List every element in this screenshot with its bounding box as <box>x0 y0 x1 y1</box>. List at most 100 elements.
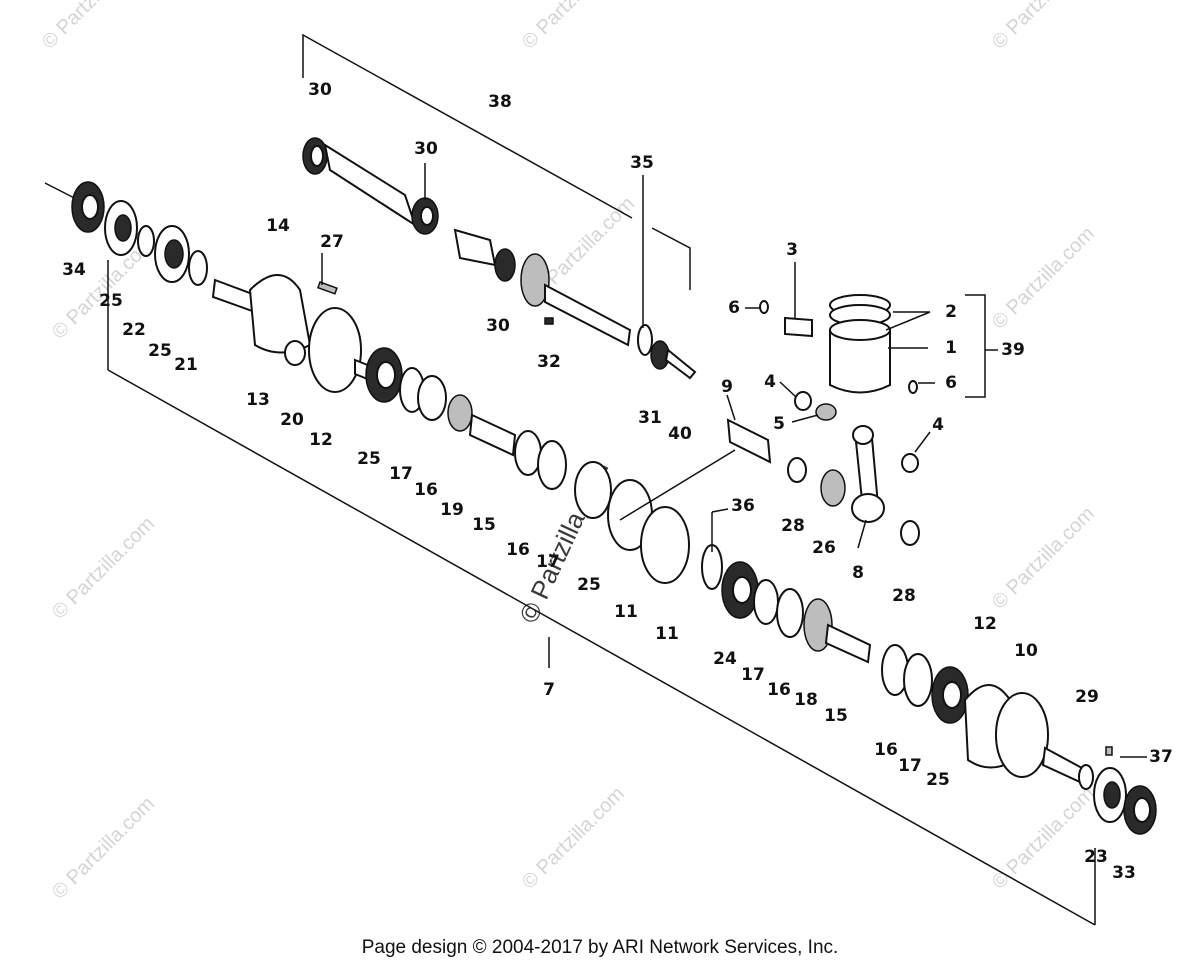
callout-23: 23 <box>1084 847 1108 867</box>
watermark: © Partzilla.com <box>988 0 1099 54</box>
callout-28: 28 <box>781 516 805 536</box>
callout-11: 11 <box>614 602 638 622</box>
callout-15: 15 <box>824 706 848 726</box>
washer-part <box>284 340 306 366</box>
ring-part <box>537 440 567 490</box>
needle-bearing-part <box>820 469 846 507</box>
callout-1: 1 <box>945 338 957 358</box>
callout-16: 16 <box>874 740 898 760</box>
watermark: © Partzilla.com <box>988 223 1099 334</box>
sleeve-part <box>453 228 497 267</box>
washer-part <box>794 391 812 411</box>
gear-part <box>520 253 550 307</box>
ring-part <box>1078 764 1094 790</box>
bearing-part <box>376 361 396 389</box>
sleeve-part <box>468 413 517 457</box>
ring-part <box>417 375 447 421</box>
bearing-part <box>494 248 516 282</box>
needle-bearing-part <box>815 403 837 421</box>
bearing-part <box>732 576 752 604</box>
watermark: © Partzilla.com <box>48 793 159 904</box>
seal-part <box>81 194 99 220</box>
washer-part <box>901 453 919 473</box>
callout-31: 31 <box>638 408 662 428</box>
callout-16: 16 <box>506 540 530 560</box>
callout-36: 36 <box>731 496 755 516</box>
shaft-part <box>544 283 632 347</box>
key-part <box>1105 746 1113 756</box>
piston-pin-part <box>784 316 813 338</box>
crank-web-part <box>995 692 1049 778</box>
bearing-part <box>1103 781 1121 809</box>
shaft-part <box>211 278 256 314</box>
bearing-part <box>114 214 132 242</box>
callout-9: 9 <box>721 377 733 397</box>
ring-part <box>903 653 933 707</box>
callout-16: 16 <box>414 480 438 500</box>
exploded-parts-diagram: © Partzilla.com © Partzilla.com © Partzi… <box>38 0 1173 926</box>
shaft-tip <box>664 348 697 380</box>
callout-25: 25 <box>357 449 381 469</box>
callout-6: 6 <box>945 373 957 393</box>
callout-17: 17 <box>389 464 413 484</box>
callout-19: 19 <box>440 500 464 520</box>
crankshaft-assembly <box>71 181 1157 835</box>
ring-part <box>514 430 542 476</box>
callout-34: 34 <box>62 260 86 280</box>
watermark: © Partzilla.com <box>48 513 159 624</box>
callout-25: 25 <box>99 291 123 311</box>
callout-26: 26 <box>812 538 836 558</box>
watermark: © Partzilla.com <box>988 503 1099 614</box>
watermark-layer: © Partzilla.com © Partzilla.com © Partzi… <box>38 0 1099 904</box>
callout-21: 21 <box>174 355 198 375</box>
rod-big-end <box>851 493 885 523</box>
callout-22: 22 <box>122 320 146 340</box>
bearing-part <box>164 239 184 269</box>
callout-37: 37 <box>1149 747 1173 767</box>
bearing-part <box>420 206 434 226</box>
pin-part <box>316 281 338 295</box>
callout-25: 25 <box>926 770 950 790</box>
callout-25: 25 <box>577 575 601 595</box>
callout-10: 10 <box>1014 641 1038 661</box>
callout-40: 40 <box>668 424 692 444</box>
callout-27: 27 <box>320 232 344 252</box>
washer-part <box>900 520 920 546</box>
watermark: © Partzilla.com <box>518 783 629 894</box>
callout-29: 29 <box>1075 687 1099 707</box>
crank-web-part <box>308 307 362 393</box>
watermark: © Partzilla.com <box>518 0 629 54</box>
piston-part <box>829 329 891 394</box>
callout-12: 12 <box>309 430 333 450</box>
callout-35: 35 <box>630 153 654 173</box>
key-part <box>544 317 554 325</box>
callout-4: 4 <box>932 415 944 435</box>
page-footer: Page design © 2004-2017 by ARI Network S… <box>361 937 839 958</box>
callout-16: 16 <box>767 680 791 700</box>
callout-24: 24 <box>713 649 737 669</box>
callout-30: 30 <box>308 80 332 100</box>
callout-38: 38 <box>488 92 512 112</box>
callout-3: 3 <box>786 240 798 260</box>
washer-part <box>787 457 807 483</box>
callout-30: 30 <box>414 139 438 159</box>
sleeve-part <box>824 623 872 664</box>
callout-17: 17 <box>898 756 922 776</box>
callout-32: 32 <box>537 352 561 372</box>
bearing-part <box>942 681 962 709</box>
callout-15: 15 <box>472 515 496 535</box>
ring-part <box>137 225 155 257</box>
callout-33: 33 <box>1112 863 1136 883</box>
callout-7: 7 <box>543 680 555 700</box>
seal-part <box>1133 797 1151 823</box>
crank-web-part <box>640 506 690 584</box>
bracket-lines <box>44 33 1096 926</box>
crank-pin-part <box>726 418 772 464</box>
callout-13: 13 <box>246 390 270 410</box>
ring-part <box>637 324 653 356</box>
countershaft-assembly <box>302 137 697 380</box>
callout-12: 12 <box>973 614 997 634</box>
callout-labels: 1 2 3 4 4 5 6 6 7 8 9 10 11 11 12 12 13 … <box>62 80 1173 883</box>
callout-17: 17 <box>741 665 765 685</box>
gear-part <box>803 598 833 652</box>
